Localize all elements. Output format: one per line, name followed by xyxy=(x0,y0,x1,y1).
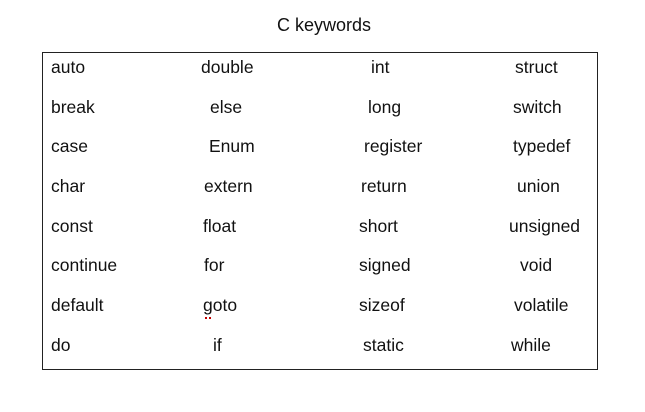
keyword-cell: Enum xyxy=(209,136,255,156)
keyword-cell: int xyxy=(371,57,390,77)
keyword-cell: case xyxy=(51,136,88,156)
keyword-cell: void xyxy=(520,255,553,275)
keyword-cell: typedef xyxy=(513,136,571,156)
keyword-text: goto xyxy=(203,295,238,315)
keyword-cell: continue xyxy=(51,255,118,275)
keyword-cell: volatile xyxy=(514,295,569,315)
keyword-cell: if xyxy=(213,335,222,355)
keyword-cell: register xyxy=(364,136,423,156)
keyword-cell: while xyxy=(511,335,551,355)
keyword-cell: union xyxy=(517,176,560,196)
keyword-cell: float xyxy=(203,216,237,236)
keywords-table: auto double int struct break else long s… xyxy=(42,52,598,370)
keyword-cell: static xyxy=(363,335,404,355)
spellcheck-underline xyxy=(205,315,211,319)
keyword-cell: return xyxy=(361,176,407,196)
keyword-cell: do xyxy=(51,335,71,355)
keyword-cell: extern xyxy=(204,176,253,196)
page-title: C keywords xyxy=(276,15,372,35)
keyword-cell-goto: goto xyxy=(203,295,238,319)
keyword-cell: unsigned xyxy=(509,216,581,236)
keyword-cell: const xyxy=(51,216,93,236)
keyword-cell: char xyxy=(51,176,86,196)
keyword-cell: long xyxy=(368,97,402,117)
keyword-cell: else xyxy=(210,97,243,117)
keyword-cell: double xyxy=(201,57,254,77)
keyword-cell: break xyxy=(51,97,95,117)
keyword-cell: short xyxy=(359,216,398,236)
keyword-cell: sizeof xyxy=(359,295,405,315)
keyword-cell: auto xyxy=(51,57,86,77)
keyword-cell: signed xyxy=(359,255,411,275)
keyword-cell: switch xyxy=(513,97,562,117)
keyword-cell: default xyxy=(51,295,104,315)
keyword-cell: for xyxy=(204,255,225,275)
keyword-cell: struct xyxy=(515,57,558,77)
